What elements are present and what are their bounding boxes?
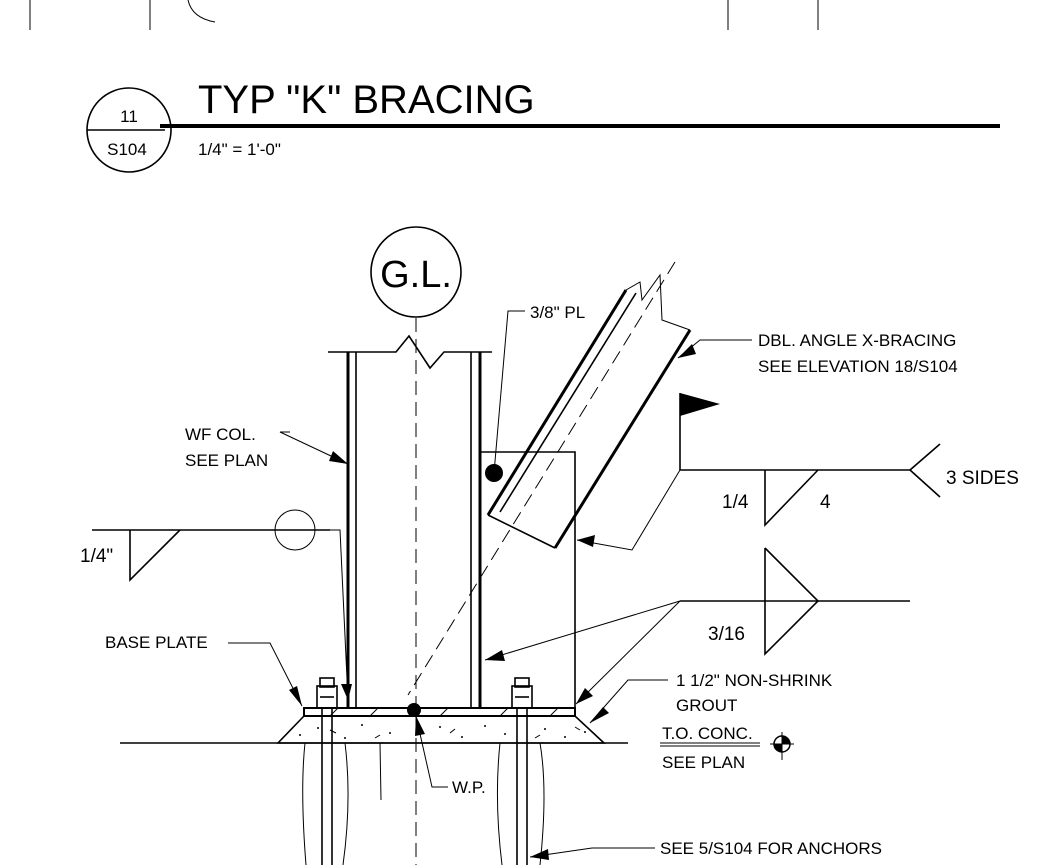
gusset-plate <box>480 451 576 708</box>
weld-size-2: 1/4" <box>80 546 113 567</box>
detail-title: TYP "K" BRACING <box>198 78 535 122</box>
column-break-line <box>328 334 492 370</box>
grout-bed <box>276 715 607 744</box>
grout-callout: 1 1/2" NON-SHRINK GROUT <box>589 671 833 724</box>
grout-label-line1: 1 1/2" NON-SHRINK <box>676 671 833 690</box>
base-plate-callout: BASE PLATE <box>105 633 303 707</box>
base-plate-label: BASE PLATE <box>105 633 208 652</box>
previous-detail-remnants <box>29 0 819 30</box>
grout-label-line2: GROUT <box>676 696 737 715</box>
weld-symbol-left: 1/4" <box>80 509 352 701</box>
gridline-marker: G.L. <box>370 226 462 865</box>
base-assembly <box>120 703 628 744</box>
gridline-bubble <box>370 226 462 318</box>
wf-column <box>328 334 492 708</box>
weld-size-3: 3/16 <box>708 624 745 645</box>
grout-stipple <box>299 724 586 739</box>
weld-tail-note: 3 SIDES <box>946 468 1019 489</box>
anchor-callout: SEE 5/S104 FOR ANCHORS <box>529 839 882 860</box>
bracing-label-line2: SEE ELEVATION 18/S104 <box>758 357 958 376</box>
bracing-label-line1: DBL. ANGLE X-BRACING <box>758 331 956 350</box>
double-angle-bracing <box>407 261 692 696</box>
concrete-level-label-line2: SEE PLAN <box>662 753 745 772</box>
all-around-weld-icon <box>274 509 316 551</box>
plate-callout: 3/8" PL <box>493 303 585 474</box>
detail-number: 11 <box>120 107 138 126</box>
concrete-pier-outline <box>302 742 545 865</box>
anchor-bolt-left <box>316 677 338 865</box>
column-label-line1: WF COL. <box>185 425 256 444</box>
concrete-level-callout: T.O. CONC. SEE PLAN <box>660 724 794 772</box>
detail-title-block: 11 S104 TYP "K" BRACING 1/4" = 1'-0" <box>86 78 1000 173</box>
concrete-level-label-line1: T.O. CONC. <box>662 724 753 743</box>
work-point-dot <box>407 703 421 717</box>
work-point-callout: W.P. <box>415 715 486 797</box>
gridline-label: G.L. <box>380 254 452 296</box>
detail-sheet-reference: S104 <box>107 140 147 159</box>
base-plate <box>303 707 576 717</box>
weld-size-1: 1/4 <box>722 492 749 513</box>
weld-symbol-column-to-base: 3/16 <box>484 547 910 705</box>
work-point-label: W.P. <box>452 778 486 797</box>
plate-label: 3/8" PL <box>530 303 585 322</box>
weld-symbol-gusset-to-brace: 3 SIDES 1/4 4 <box>576 393 1019 551</box>
column-callout: WF COL. SEE PLAN <box>185 425 349 470</box>
bracing-callout: DBL. ANGLE X-BRACING SEE ELEVATION 18/S1… <box>677 331 958 376</box>
weld-length-1: 4 <box>820 492 831 513</box>
detail-scale: 1/4" = 1'-0" <box>198 140 281 159</box>
base-plate-hatch <box>329 707 559 717</box>
column-label-line2: SEE PLAN <box>185 451 268 470</box>
anchor-bolt-right <box>511 677 533 865</box>
anchor-label: SEE 5/S104 FOR ANCHORS <box>660 839 882 858</box>
field-weld-flag-icon <box>680 393 720 416</box>
